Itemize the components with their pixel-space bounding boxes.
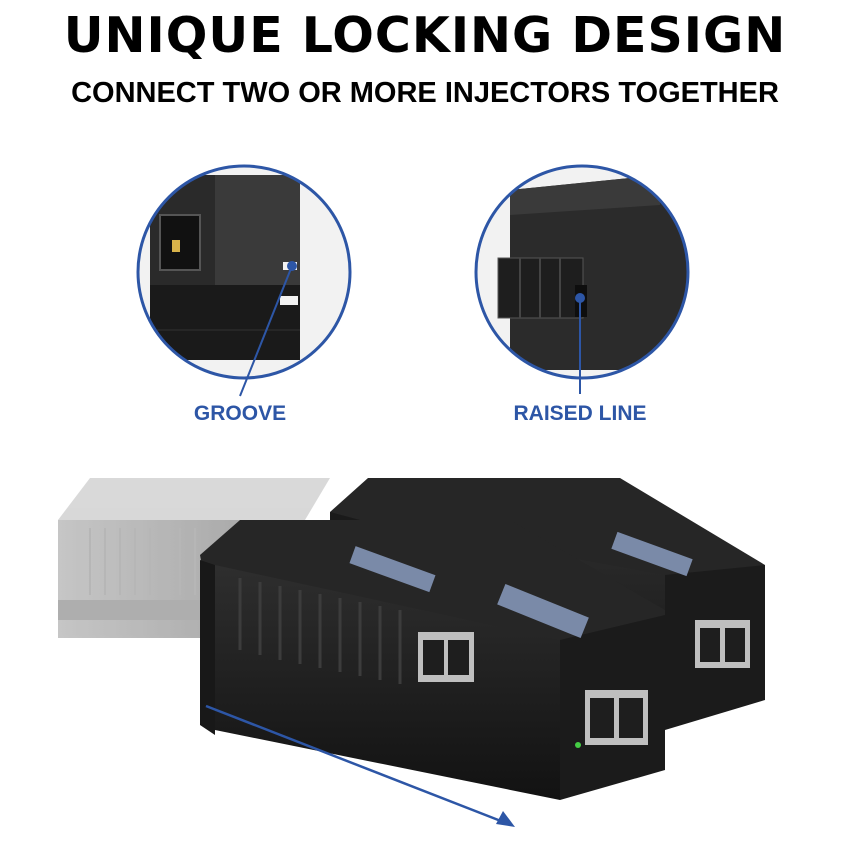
injector-front-label-2 bbox=[497, 583, 589, 639]
raised-line-detail-circle bbox=[474, 164, 690, 394]
injector-front-label bbox=[349, 546, 436, 593]
groove-pointer-line bbox=[239, 265, 293, 397]
injector-back-label bbox=[611, 531, 693, 577]
groove-label: GROOVE bbox=[193, 402, 287, 425]
groove-detail-circle bbox=[136, 164, 352, 397]
raised-line-label: RAISED LINE bbox=[513, 402, 647, 425]
subheadline: CONNECT TWO OR MORE INJECTORS TOGETHER bbox=[71, 77, 779, 109]
slide-direction-arrow-icon bbox=[205, 704, 515, 827]
headline: UNIQUE LOCKING DESIGN bbox=[63, 7, 787, 64]
injector-front bbox=[200, 520, 665, 800]
